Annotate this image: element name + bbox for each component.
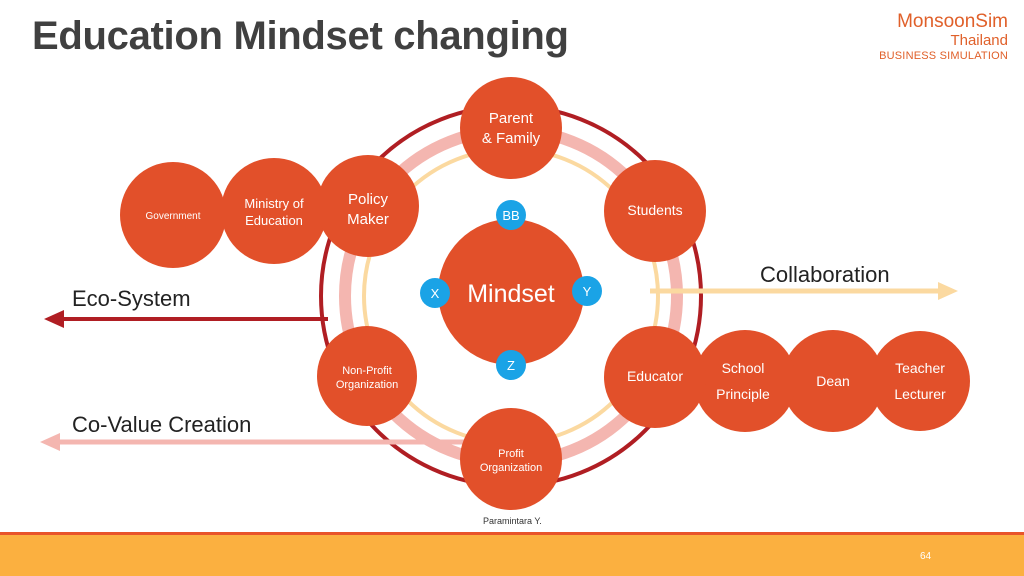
slide-title: Education Mindset changing [32, 14, 569, 58]
policy-maker-node [317, 155, 419, 257]
students-node [604, 160, 706, 262]
government-node [120, 162, 226, 268]
brand-name: MonsoonSim [897, 11, 1008, 32]
collaboration-arrow [650, 282, 958, 300]
brand-country: Thailand [950, 32, 1008, 49]
government-label: Government [145, 211, 200, 222]
mindset-label: Mindset [467, 280, 555, 308]
non-profit-label-2: Organization [336, 379, 398, 391]
teacher-label-1: Teacher [895, 360, 945, 376]
generation-x-badge [420, 278, 450, 308]
policy-maker-label-2: Maker [347, 211, 389, 228]
eco-system-label: Eco-System [72, 286, 191, 311]
school-label-1: School [722, 360, 765, 376]
profit-org-label-2: Organization [480, 462, 542, 474]
generation-z-label: Z [507, 358, 515, 373]
non-profit-node [317, 326, 417, 426]
ministry-label-2: Education [245, 213, 303, 228]
mindset-node [438, 219, 584, 365]
teacher-label-2: Lecturer [894, 386, 946, 402]
footer-divider [0, 532, 1024, 536]
profit-org-node [460, 408, 562, 510]
generation-z-badge [496, 350, 526, 380]
school-label-2: Principle [716, 386, 770, 402]
ministry-label-1: Ministry of [244, 196, 304, 211]
students-label: Students [627, 202, 682, 218]
brand-tagline: BUSINESS SIMULATION [879, 50, 1008, 62]
generation-x-label: X [431, 286, 440, 301]
page-number: 64 [920, 551, 932, 562]
profit-org-label-1: Profit [498, 448, 524, 460]
dean-label: Dean [816, 373, 849, 389]
brand-logo: MonsoonSim Thailand BUSINESS SIMULATION [879, 12, 1008, 62]
parent-family-node [460, 77, 562, 179]
generation-y-label: Y [583, 284, 592, 299]
generation-bb-badge [496, 200, 526, 230]
co-value-label: Co-Value Creation [72, 412, 251, 437]
educator-label: Educator [627, 368, 683, 384]
non-profit-label-1: Non-Profit [342, 365, 392, 377]
collaboration-label: Collaboration [760, 262, 890, 287]
policy-maker-label-1: Policy [348, 191, 389, 208]
generation-bb-label: BB [502, 208, 519, 223]
ministry-node [221, 158, 327, 264]
parent-family-label-1: Parent [489, 110, 534, 127]
dean-node [782, 330, 884, 432]
generation-y-badge [572, 276, 602, 306]
teacher-node [870, 331, 970, 431]
school-node [694, 330, 796, 432]
author-credit: Paramintara Y. [483, 516, 542, 526]
eco-system-arrow [44, 310, 328, 328]
educator-node [604, 326, 706, 428]
footer-bar [0, 535, 1024, 576]
co-value-arrow [40, 433, 470, 451]
parent-family-label-2: & Family [482, 130, 541, 147]
